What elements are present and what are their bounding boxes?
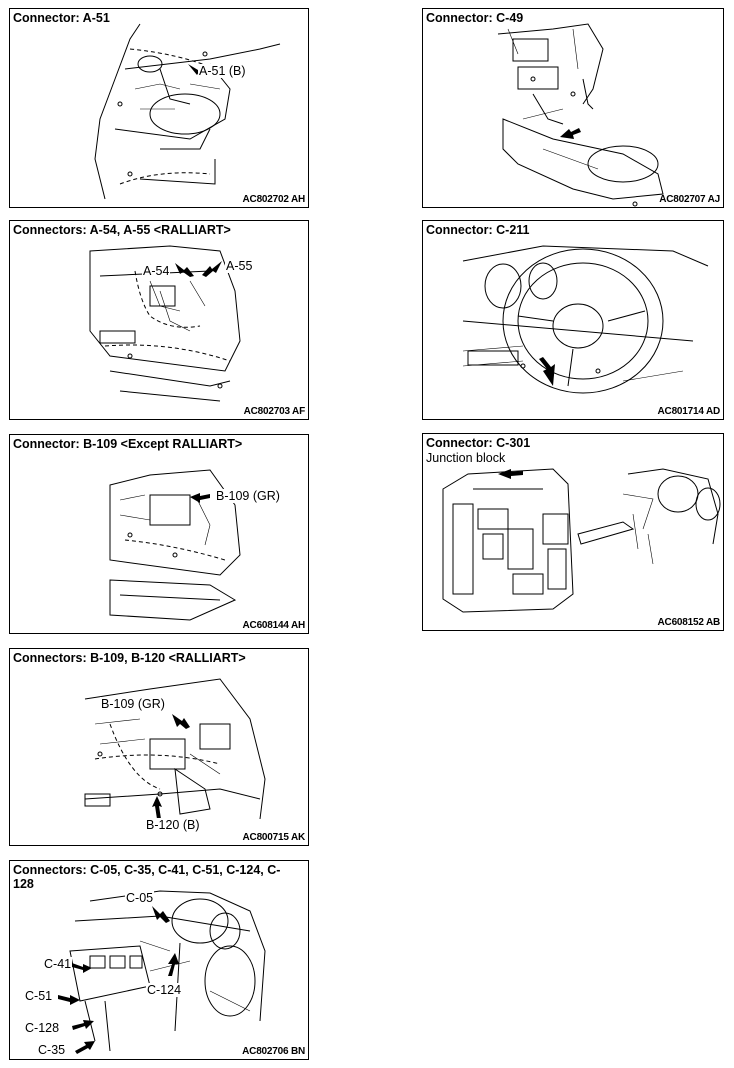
figure-code: AC802706 BN bbox=[242, 1046, 305, 1057]
figure-code: AC802703 AF bbox=[243, 406, 306, 417]
panel-title: Connectors: C-05, C-35, C-41, C-51, C-12… bbox=[13, 863, 281, 891]
connector-label: C-05 bbox=[125, 891, 155, 905]
figure-panel-c05-group: Connectors: C-05, C-35, C-41, C-51, C-12… bbox=[9, 860, 309, 1060]
connector-label: C-124 bbox=[146, 983, 183, 997]
connector-label: B-109 (GR) bbox=[215, 489, 281, 503]
steering-wheel-illustration bbox=[462, 245, 709, 394]
figure-panel-c49: Connector: C-49 AC802707 AJ bbox=[422, 8, 724, 208]
engine-bay-illustration bbox=[89, 245, 241, 402]
panel-title: Connector: B-109 <Except RALLIART> bbox=[13, 437, 243, 451]
connector-label: A-54 bbox=[142, 264, 171, 278]
connector-label: C-35 bbox=[37, 1043, 67, 1057]
connector-label: A-51 (B) bbox=[198, 64, 247, 78]
connector-label: B-109 (GR) bbox=[100, 697, 166, 711]
panel-title: Connectors: A-54, A-55 <RALLIART> bbox=[13, 223, 231, 237]
panel-title: Connector: A-51 bbox=[13, 11, 110, 25]
connector-label: C-41 bbox=[43, 957, 73, 971]
engine-bay-illustration bbox=[109, 469, 241, 621]
figure-panel-b109-b120: Connectors: B-109, B-120 <RALLIART> B-10… bbox=[9, 648, 309, 846]
engine-bay-illustration bbox=[84, 678, 266, 820]
engine-bay-illustration bbox=[94, 23, 281, 200]
panel-title: Connector: C-301 bbox=[426, 436, 531, 450]
figure-code: AC801714 AD bbox=[657, 406, 721, 417]
connector-label: C-51 bbox=[24, 989, 54, 1003]
connector-label: C-128 bbox=[24, 1021, 61, 1035]
figure-panel-b109: Connector: B-109 <Except RALLIART> B-109… bbox=[9, 434, 309, 634]
figure-code: AC802702 AH bbox=[242, 194, 306, 205]
panel-title: Connectors: B-109, B-120 <RALLIART> bbox=[13, 651, 246, 665]
connector-label: A-55 bbox=[225, 259, 254, 273]
panel-title: Connector: C-49 bbox=[426, 11, 524, 25]
figure-panel-c301: Connector: C-301 Junction block AC608152… bbox=[422, 433, 724, 631]
panel-subtitle: Junction block bbox=[426, 451, 506, 465]
figure-panel-c211: Connector: C-211 AC801714 AD bbox=[422, 220, 724, 420]
figure-code: AC608152 AB bbox=[657, 617, 721, 628]
figure-code: AC608144 AH bbox=[242, 620, 306, 631]
figure-code: AC800715 AK bbox=[242, 832, 306, 843]
junction-block-illustration bbox=[442, 468, 721, 613]
console-illustration bbox=[497, 23, 664, 207]
figure-panel-a51: Connector: A-51 A-51 (B) AC802702 AH bbox=[9, 8, 309, 208]
connector-label: B-120 (B) bbox=[145, 818, 201, 832]
figure-code: AC802707 AJ bbox=[659, 194, 720, 205]
panel-title: Connector: C-211 bbox=[426, 223, 530, 237]
figure-panel-a54-a55: Connectors: A-54, A-55 <RALLIART> A-54 A… bbox=[9, 220, 309, 420]
